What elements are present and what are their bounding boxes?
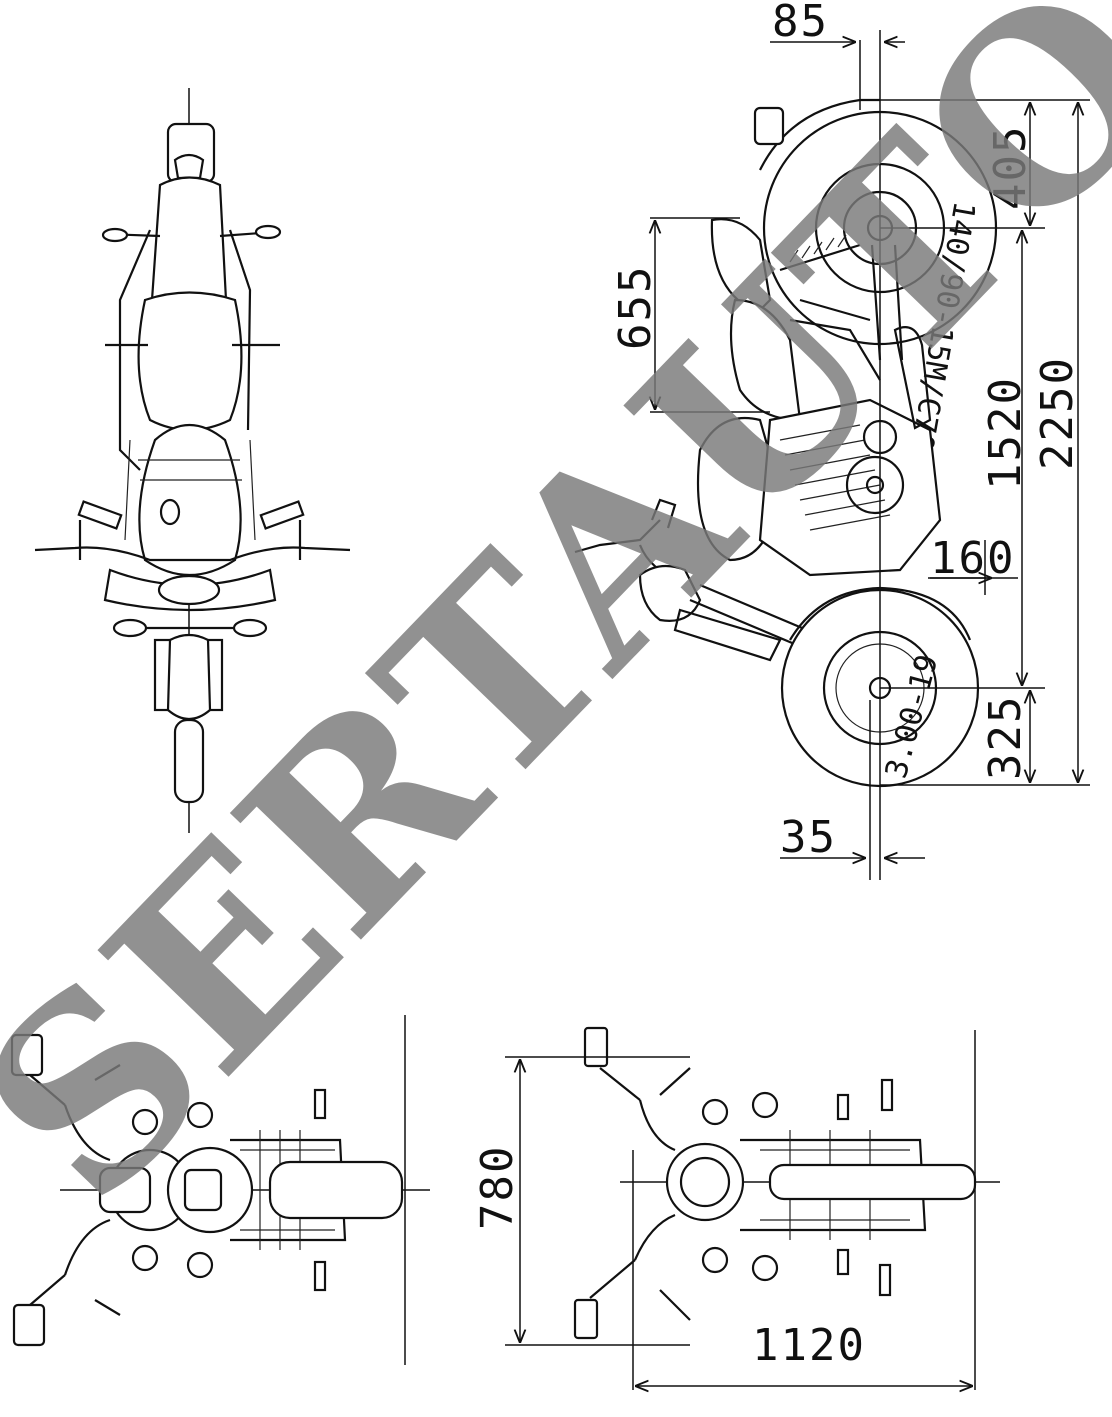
front-view-mirror-right <box>573 1298 599 1340</box>
top-view-front-fender <box>166 633 212 721</box>
front-view-mirror-left <box>583 1026 609 1068</box>
rear-view-mirror-left <box>10 1033 44 1077</box>
top-view-rider-seat <box>137 291 243 432</box>
rear-view <box>10 1015 430 1365</box>
dim-780: 780 <box>472 1145 523 1230</box>
dim-655: 655 <box>610 265 661 350</box>
front-view-headlight <box>665 1142 745 1222</box>
dim-1520: 1520 <box>980 376 1031 490</box>
dim-405: 405 <box>985 125 1036 210</box>
front-view <box>573 1026 1000 1390</box>
top-view-front-tire <box>173 718 205 804</box>
top-view-fuel-tank <box>138 423 242 576</box>
rear-view-mirror-right <box>12 1303 46 1347</box>
side-view-dimensions: 85 405 1520 2250 325 655 160 <box>610 0 1090 863</box>
front-view-dimensions: 780 1120 <box>472 1056 973 1386</box>
side-view-fuel-tank <box>696 416 782 562</box>
top-view-tail-light <box>166 122 216 184</box>
side-view-headlight <box>638 564 702 622</box>
side-view: 140/90-15M/C70S 3.00- <box>574 30 998 880</box>
dim-85: 85 <box>772 0 829 47</box>
top-view <box>34 88 351 833</box>
dim-1120: 1120 <box>752 1320 866 1371</box>
dim-325: 325 <box>980 695 1031 780</box>
top-view-seat <box>150 176 228 308</box>
rear-view-rear-fender <box>268 1160 404 1220</box>
dim-35: 35 <box>780 812 837 863</box>
dim-160: 160 <box>930 533 1015 584</box>
front-view-front-tire <box>768 1163 977 1201</box>
dim-2250: 2250 <box>1032 356 1083 470</box>
